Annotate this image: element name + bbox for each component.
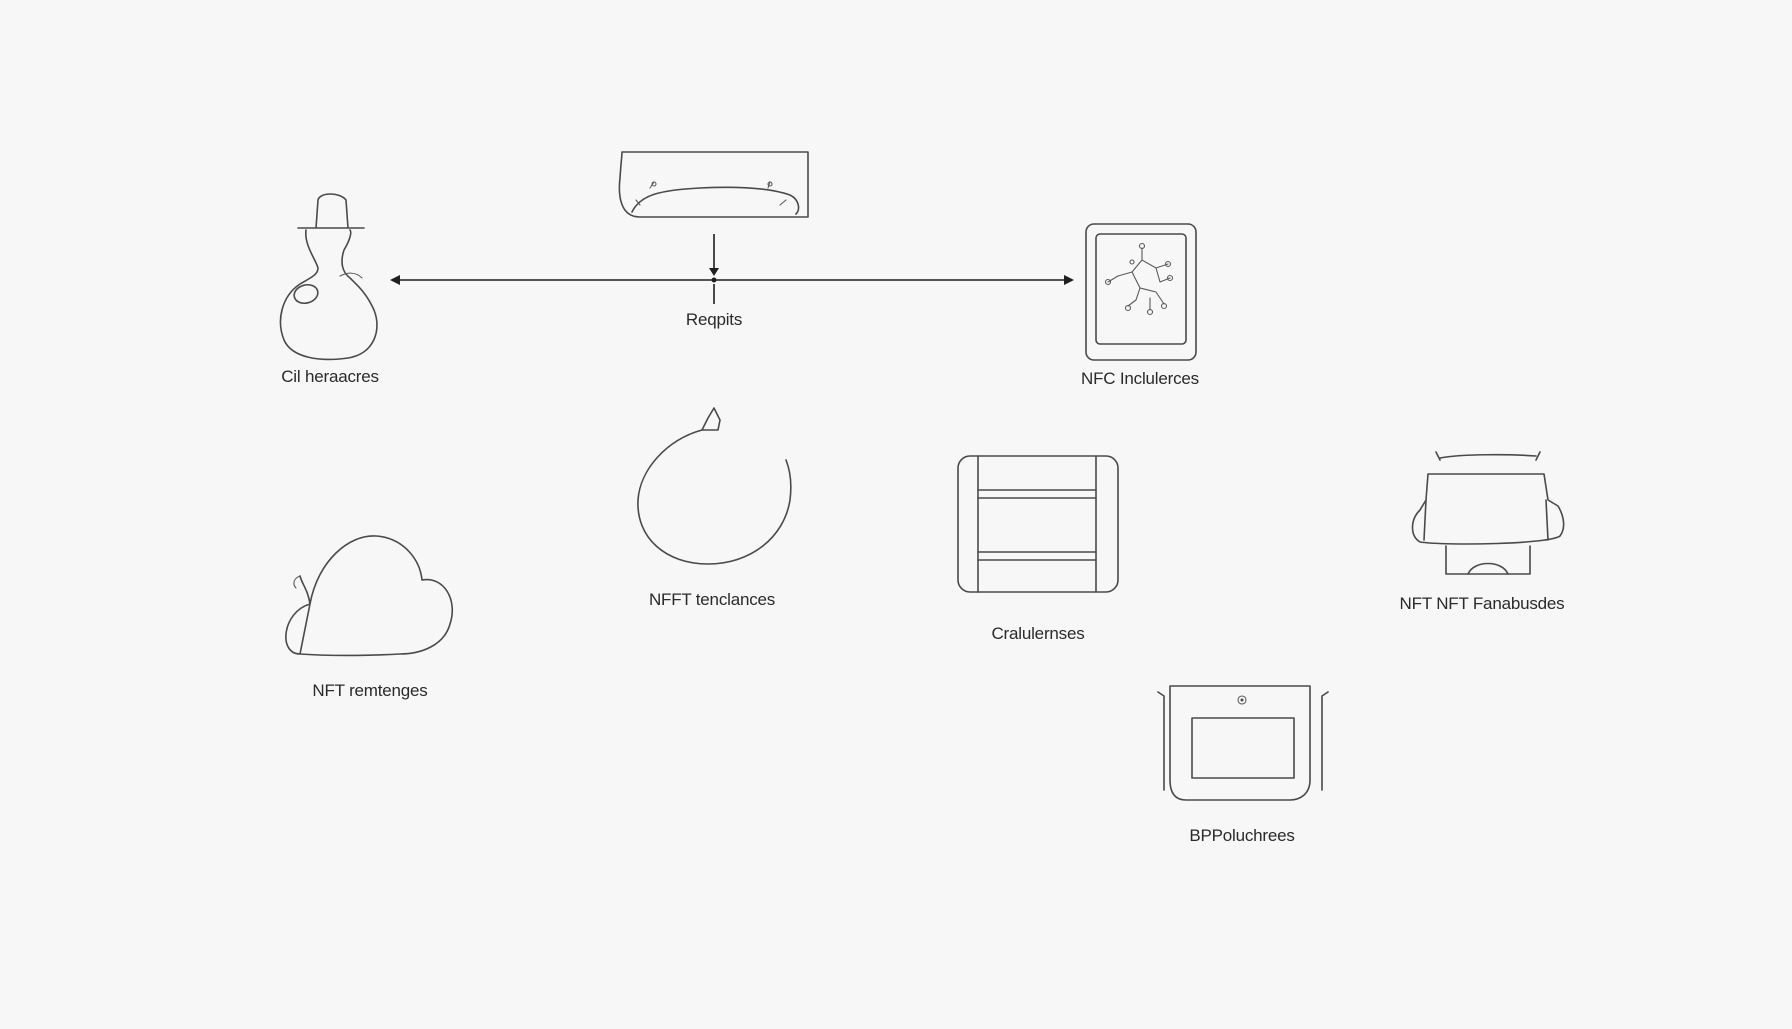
cloud-icon: [285, 535, 454, 657]
label-left-person: Cil heraacres: [281, 367, 379, 386]
table-icon: [1411, 451, 1565, 575]
junction-dot: [711, 277, 717, 283]
circle-refresh-icon: [637, 407, 792, 565]
arrow-left-head: [390, 275, 400, 285]
label-right-tablet: NFC Inclulerces: [1081, 369, 1199, 388]
screen-device-icon: [1157, 685, 1329, 801]
person-flask-icon: [279, 193, 378, 361]
arrow-down-head: [709, 268, 719, 276]
label-left-cloud: NFT remtenges: [312, 681, 428, 700]
panel-frame-icon: [957, 455, 1119, 593]
label-center-circle: NFFT tenclances: [648, 590, 776, 609]
arrow-right-head: [1064, 275, 1074, 285]
label-bottom-screen: BPPoluchrees: [1189, 826, 1295, 845]
label-center-panel: Cralulernses: [991, 624, 1085, 643]
label-right-table: NFT NFT Fanabusdes: [1399, 594, 1565, 613]
connector-arrows: [390, 234, 1074, 304]
label-top-center: Reqpits: [685, 310, 743, 329]
tray-icon: [618, 151, 809, 218]
circuit-tablet-icon: [1085, 223, 1197, 361]
